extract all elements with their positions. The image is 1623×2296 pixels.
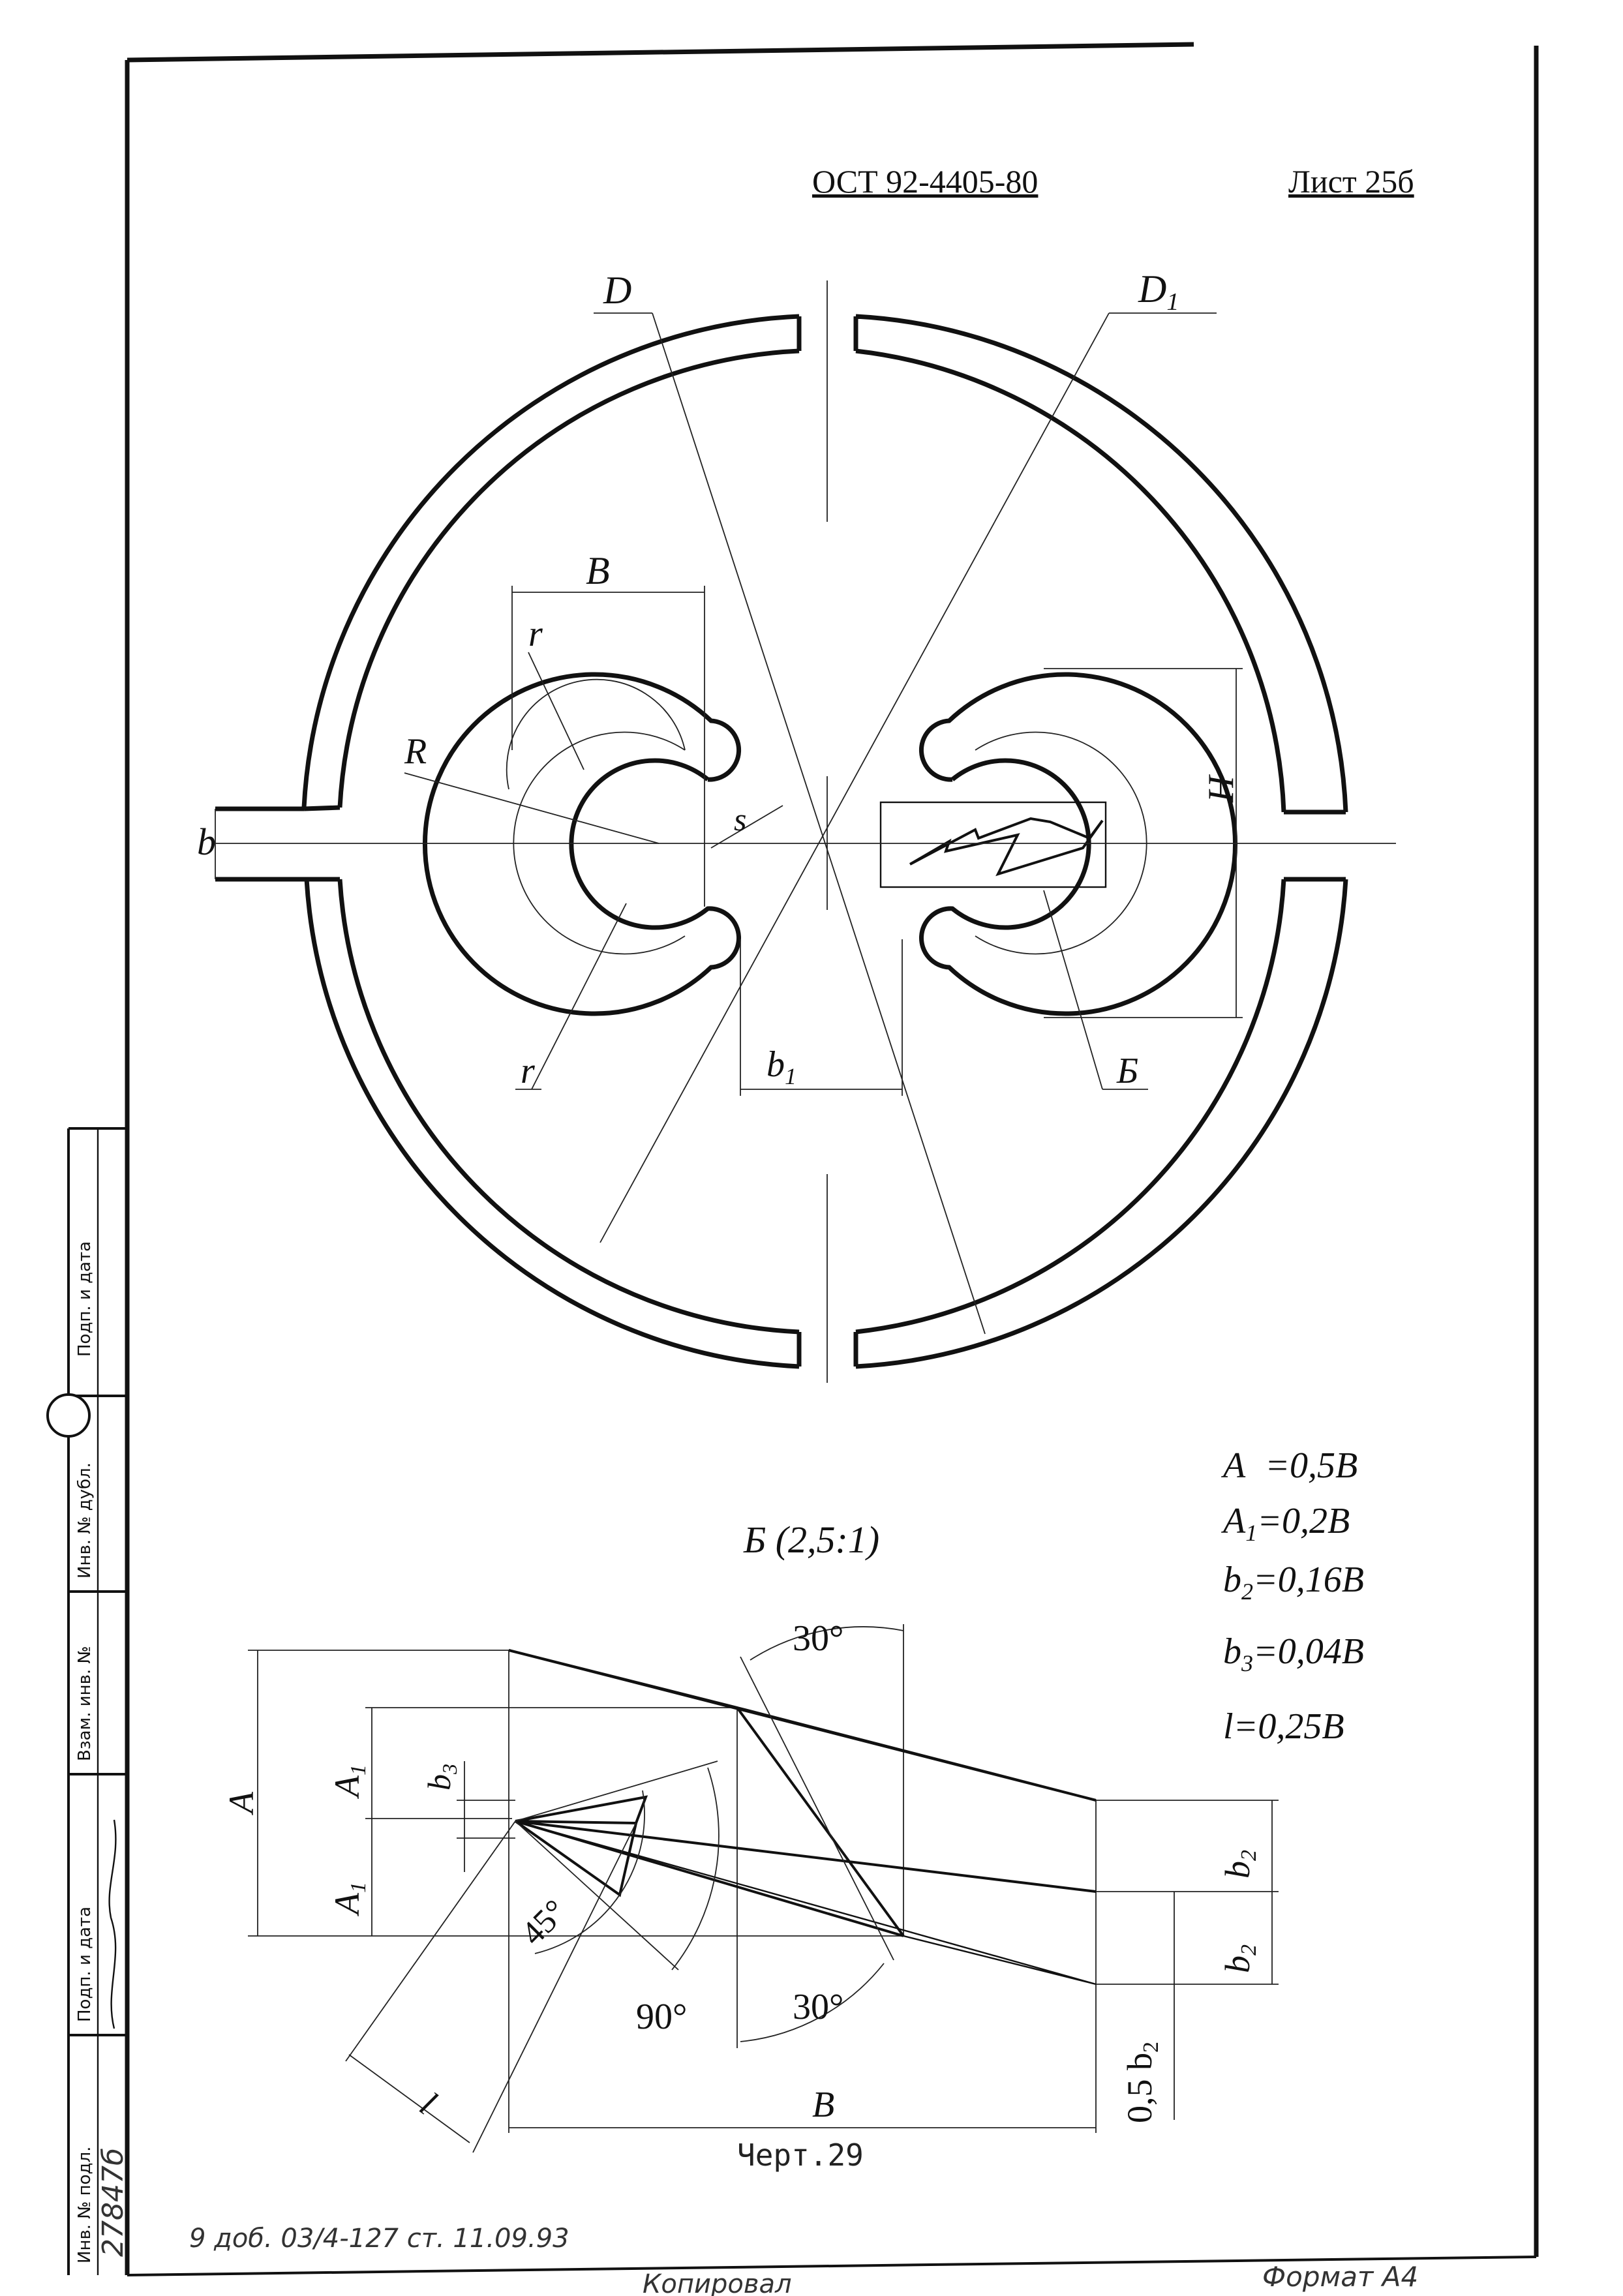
angle-90-arc — [671, 1767, 720, 1971]
stamp-column: Инв. № подл. Подп. и дата Взам. инв. № И… — [46, 1127, 130, 2275]
leader-r-bottom — [531, 903, 627, 1090]
formula-b3: b3=0,04B — [1223, 1631, 1364, 1676]
outer-ring-right — [853, 314, 1348, 1369]
label-05b2: 0,5 b2 — [1120, 2042, 1163, 2123]
stamp-sign-date-2: Подп. и дата — [75, 1241, 95, 1357]
label-b2-bottom: b2 — [1218, 1944, 1261, 1973]
tab-b — [215, 805, 341, 882]
label-a: A — [222, 1791, 261, 1815]
standard-number: ОСТ 92-4405-80 — [812, 163, 1038, 200]
leader-r-top — [528, 652, 584, 770]
angle-30-top-arc — [750, 1626, 904, 1661]
formula-b2: b2=0,16B — [1223, 1560, 1364, 1605]
detail-b-box — [879, 801, 1107, 888]
label-b-tab: b — [197, 821, 216, 863]
label-r-top: r — [528, 614, 543, 654]
footer-format: Формат А4 — [1262, 2261, 1418, 2293]
angle-90-ref-a — [515, 1760, 718, 1822]
figure-caption: Черт.29 — [737, 2137, 864, 2173]
stamp-inv-number: 27847б — [97, 2148, 130, 2257]
stamp-sign-date-1: Подп. и дата — [75, 1907, 95, 2022]
angle-30-ref — [740, 1656, 894, 1961]
dim-l-ext-a — [345, 1820, 516, 2062]
dim-l-line — [348, 2054, 470, 2143]
angle-30-bottom-arc — [740, 1963, 885, 2042]
main-view: D D1 B r r R s b b1 H — [197, 267, 1396, 1383]
sheet-number: Лист 25б — [1288, 163, 1414, 200]
leader-view-ref — [1043, 890, 1103, 1090]
stamp-inv-original: Инв. № подл. — [75, 2147, 95, 2263]
label-a1-top: A1 — [327, 1764, 371, 1799]
formula-block: A=0,5B A1=0,2B b2=0,16B b3=0,04B l=0,25B — [1221, 1445, 1364, 1747]
arrow-center-lines — [515, 1820, 1097, 1986]
angle-45-arc — [534, 1790, 645, 1954]
diameter-d-line — [652, 312, 986, 1335]
arrow-outline — [508, 1649, 1097, 1937]
label-a1-bottom: A1 — [327, 1882, 371, 1916]
frame-top — [127, 42, 1194, 63]
angle-30-top: 30° — [793, 1618, 843, 1659]
handwritten-note: 9 доб. 03/4-127 ст. 11.09.93 — [189, 2224, 569, 2254]
label-b-top: B — [586, 549, 610, 592]
angle-45: 45° — [514, 1893, 574, 1953]
formula-a: A=0,5B — [1221, 1445, 1358, 1486]
stamp-replace-inv: Взам. инв. № — [75, 1646, 95, 1761]
detail-view: Б (2,5:1) A A1 A1 b3 b2 b2 — [222, 1518, 1279, 2153]
formula-a1: A1=0,2B — [1221, 1501, 1350, 1546]
stamp-hole — [46, 1393, 91, 1438]
label-r-bottom: r — [521, 1051, 535, 1091]
label-b-detail: B — [812, 2085, 834, 2125]
angle-90: 90° — [636, 1997, 687, 2037]
leader-big-r — [404, 772, 660, 844]
label-big-r: R — [404, 731, 427, 772]
stamp-signature — [108, 1819, 117, 2029]
angle-90-ref-b — [515, 1820, 679, 1971]
detail-title: Б (2,5:1) — [743, 1518, 879, 1561]
label-b2-top: b2 — [1218, 1850, 1261, 1879]
footer-copied: Копировал — [643, 2269, 792, 2296]
lightning-mark — [909, 817, 1104, 877]
dim-l-ext-b — [472, 1822, 637, 2153]
dim-s-line — [710, 805, 783, 849]
right-c-element — [919, 672, 1237, 1016]
label-h: H — [1201, 774, 1241, 803]
label-b3: b3 — [421, 1764, 461, 1790]
label-s: s — [734, 801, 746, 838]
outer-ring-left — [301, 314, 802, 1369]
left-c-inner — [506, 678, 686, 955]
stamp-inv-dupl: Инв. № дубл. — [75, 1462, 95, 1578]
left-c-element — [423, 672, 741, 1016]
footer-line — [127, 2256, 1537, 2276]
label-d1: D1 — [1138, 267, 1179, 316]
label-d: D — [603, 269, 631, 312]
formula-l: l=0,25B — [1223, 1706, 1344, 1747]
diameter-d1-line — [599, 312, 1110, 1243]
label-l: l — [413, 2085, 444, 2122]
angle-30-bottom: 30° — [793, 1987, 843, 2027]
label-view-ref: Б — [1116, 1051, 1138, 1091]
label-b1: b1 — [766, 1044, 796, 1089]
